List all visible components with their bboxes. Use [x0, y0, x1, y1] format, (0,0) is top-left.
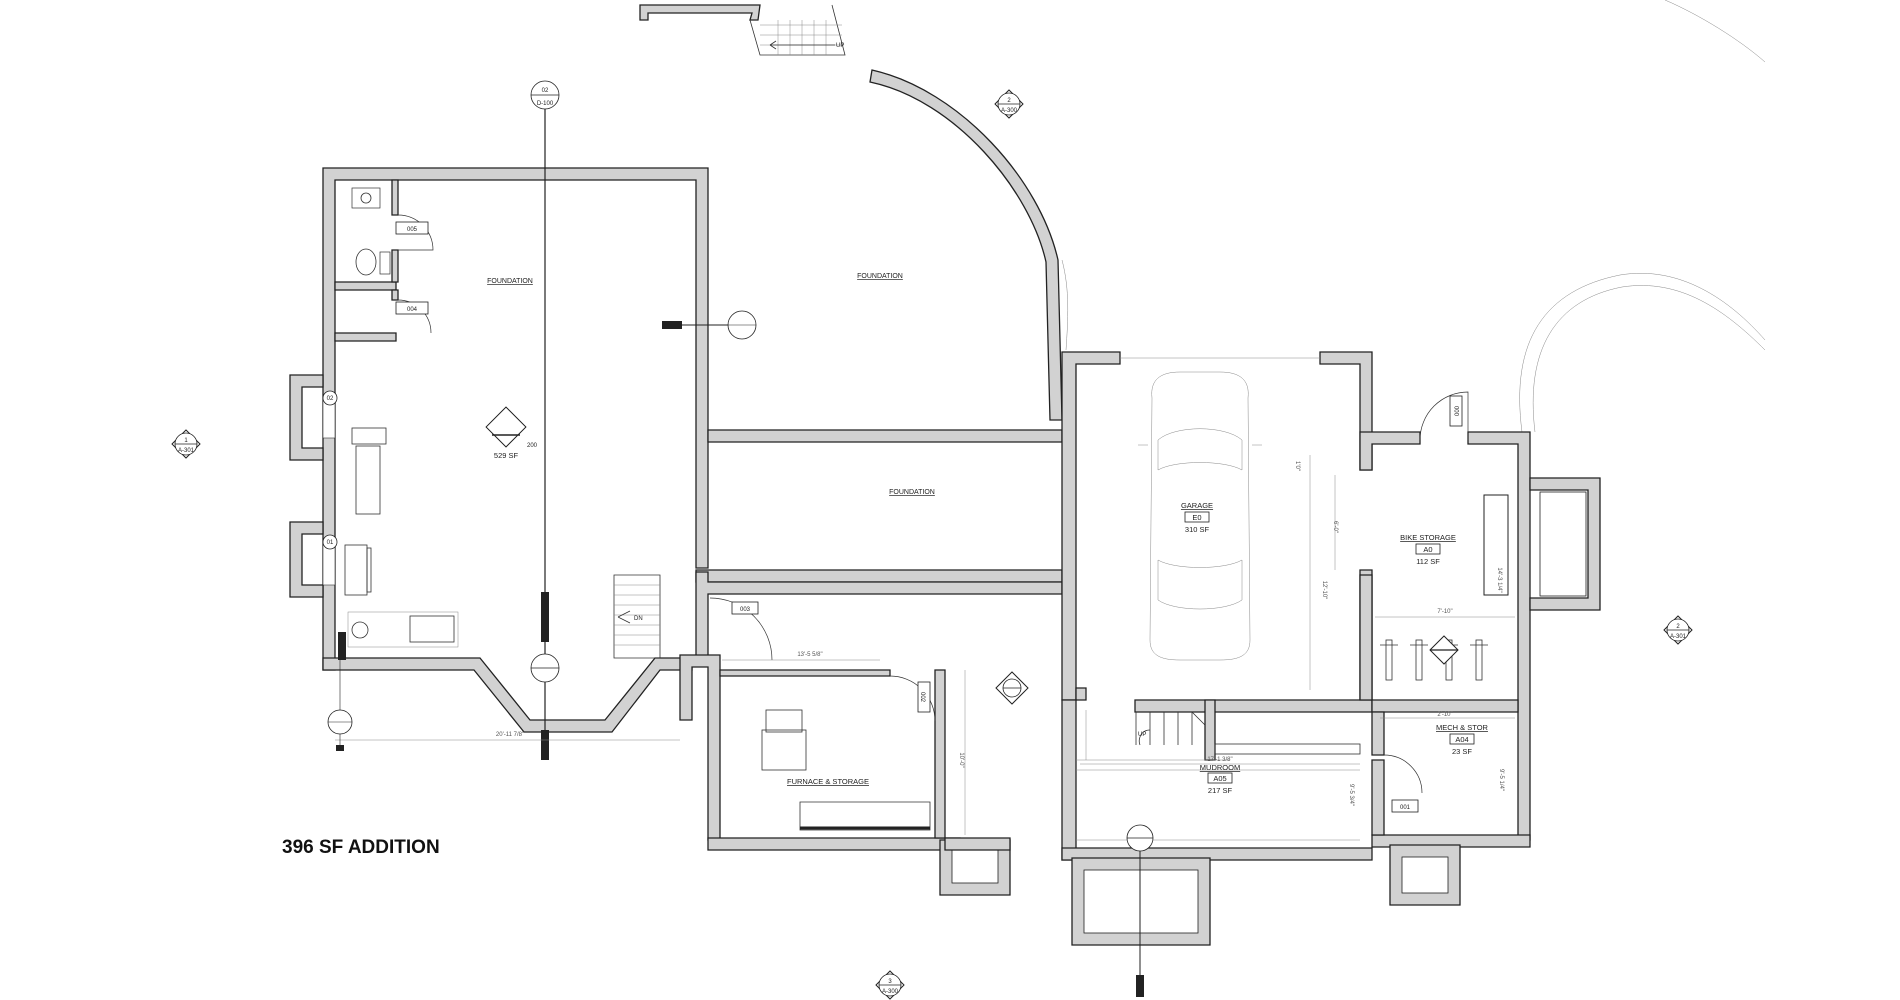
svg-text:A-300: A-300	[882, 989, 899, 995]
mech-block: 001 2'-10" MECH & STOR A04 23 SF 9'-5 1/…	[1371, 699, 1531, 906]
elevation-marker-1-a301: 1 A-301	[171, 429, 201, 459]
gym-block: 02 01 005 004	[289, 100, 709, 760]
dim-1-0: 1'0"	[1294, 461, 1300, 471]
elevation-marker-3-a300: 3 A-300	[875, 970, 905, 1000]
dim-20-11: 20'-11 7/8"	[496, 732, 524, 738]
top-landing: UP	[639, 4, 846, 56]
svg-text:1: 1	[184, 438, 188, 444]
door-tag-001: 001	[1400, 805, 1411, 811]
side-marker-furnace	[995, 671, 1029, 705]
bike-storage-block: 000 BIKE STORAGE A0 112 SF 7'-10" 14'-3 …	[1359, 391, 1601, 841]
mudroom-block: MUDROOM A05 217 SF 17'-1 3/8" 9'-5 3/4"	[1061, 699, 1373, 997]
dim-17-1: 17'-1 3/8"	[1207, 757, 1232, 763]
svg-text:A-300: A-300	[1001, 108, 1018, 114]
dim-10-0: 10'-0"	[958, 752, 964, 767]
svg-text:A-301: A-301	[1670, 634, 1687, 640]
svg-text:2: 2	[1007, 98, 1011, 104]
furnace-name: FURNACE & STORAGE	[787, 777, 869, 786]
dim-13-5: 13'-5 5/8"	[797, 652, 822, 658]
furnace-block: 002 003 FURNACE & STORAGE 13'-5 5/8" 10'…	[679, 571, 1063, 896]
section-marker-02: 02 D-100	[530, 80, 560, 110]
curved-wall	[869, 0, 1766, 433]
foundation-label-2: FOUNDATION	[857, 273, 903, 280]
window-tag-02: 02	[327, 396, 334, 402]
door-tag-004: 004	[407, 307, 418, 313]
svg-text:3: 3	[888, 979, 892, 985]
dim-7-10: 7'-10"	[1437, 609, 1452, 615]
dim-9-5-1-4: 9'-5 1/4"	[1498, 769, 1504, 791]
mech-name: MECH & STOR	[1436, 723, 1489, 732]
mech-tag: A04	[1455, 735, 1468, 744]
svg-text:A-301: A-301	[178, 448, 195, 454]
garage-tag: E0	[1192, 513, 1201, 522]
dim-12-10: 12'-10"	[1321, 581, 1327, 600]
dim-14-3: 14'-3 1/4"	[1496, 567, 1502, 592]
stair-dn-label: DN	[634, 616, 643, 622]
foundation-label-3: FOUNDATION	[889, 489, 935, 496]
gym-room-tag: 200 529 SF	[485, 406, 538, 460]
bike-tag: A0	[1423, 545, 1432, 554]
gym-area: 529 SF	[494, 451, 519, 460]
gym-tag: 200	[527, 443, 538, 449]
mudroom-area: 217 SF	[1208, 786, 1233, 795]
elevation-marker-2-a300: 2 A-300	[994, 89, 1024, 119]
elevation-marker-2-a301: 2 A-301	[1663, 615, 1693, 645]
svg-text:02: 02	[542, 88, 549, 94]
garage-block: GARAGE E0 310 SF 12'-10" 6'-0" 1'0" UP	[1061, 351, 1373, 761]
stair-up-label-top: UP	[836, 43, 844, 49]
door-tag-002: 002	[919, 692, 925, 703]
mudroom-tag: A05	[1213, 774, 1226, 783]
middle-foundation: FOUNDATION FOUNDATION DN	[613, 273, 1063, 659]
foundation-label-1: FOUNDATION	[487, 278, 533, 285]
svg-text:D-100: D-100	[537, 101, 554, 107]
bike-area: 112 SF	[1416, 557, 1440, 566]
drawing-title: 396 SF ADDITION	[282, 837, 440, 858]
dim-9-5-3-4: 9'-5 3/4"	[1348, 784, 1354, 806]
door-tag-005: 005	[407, 227, 418, 233]
bike-racks	[1380, 639, 1488, 681]
mudroom-name: MUDROOM	[1200, 763, 1240, 772]
door-tag-003: 003	[740, 607, 751, 613]
garage-area: 310 SF	[1185, 525, 1210, 534]
window-tag-01: 01	[327, 540, 334, 546]
garage-name: GARAGE	[1181, 501, 1213, 510]
mech-area: 23 SF	[1452, 747, 1472, 756]
bike-name: BIKE STORAGE	[1400, 533, 1456, 542]
svg-text:2: 2	[1676, 624, 1680, 630]
stair-up-label-garage: UP	[1138, 732, 1146, 738]
door-tag-000: 000	[1455, 405, 1461, 416]
dim-2-10: 2'-10"	[1437, 712, 1452, 718]
